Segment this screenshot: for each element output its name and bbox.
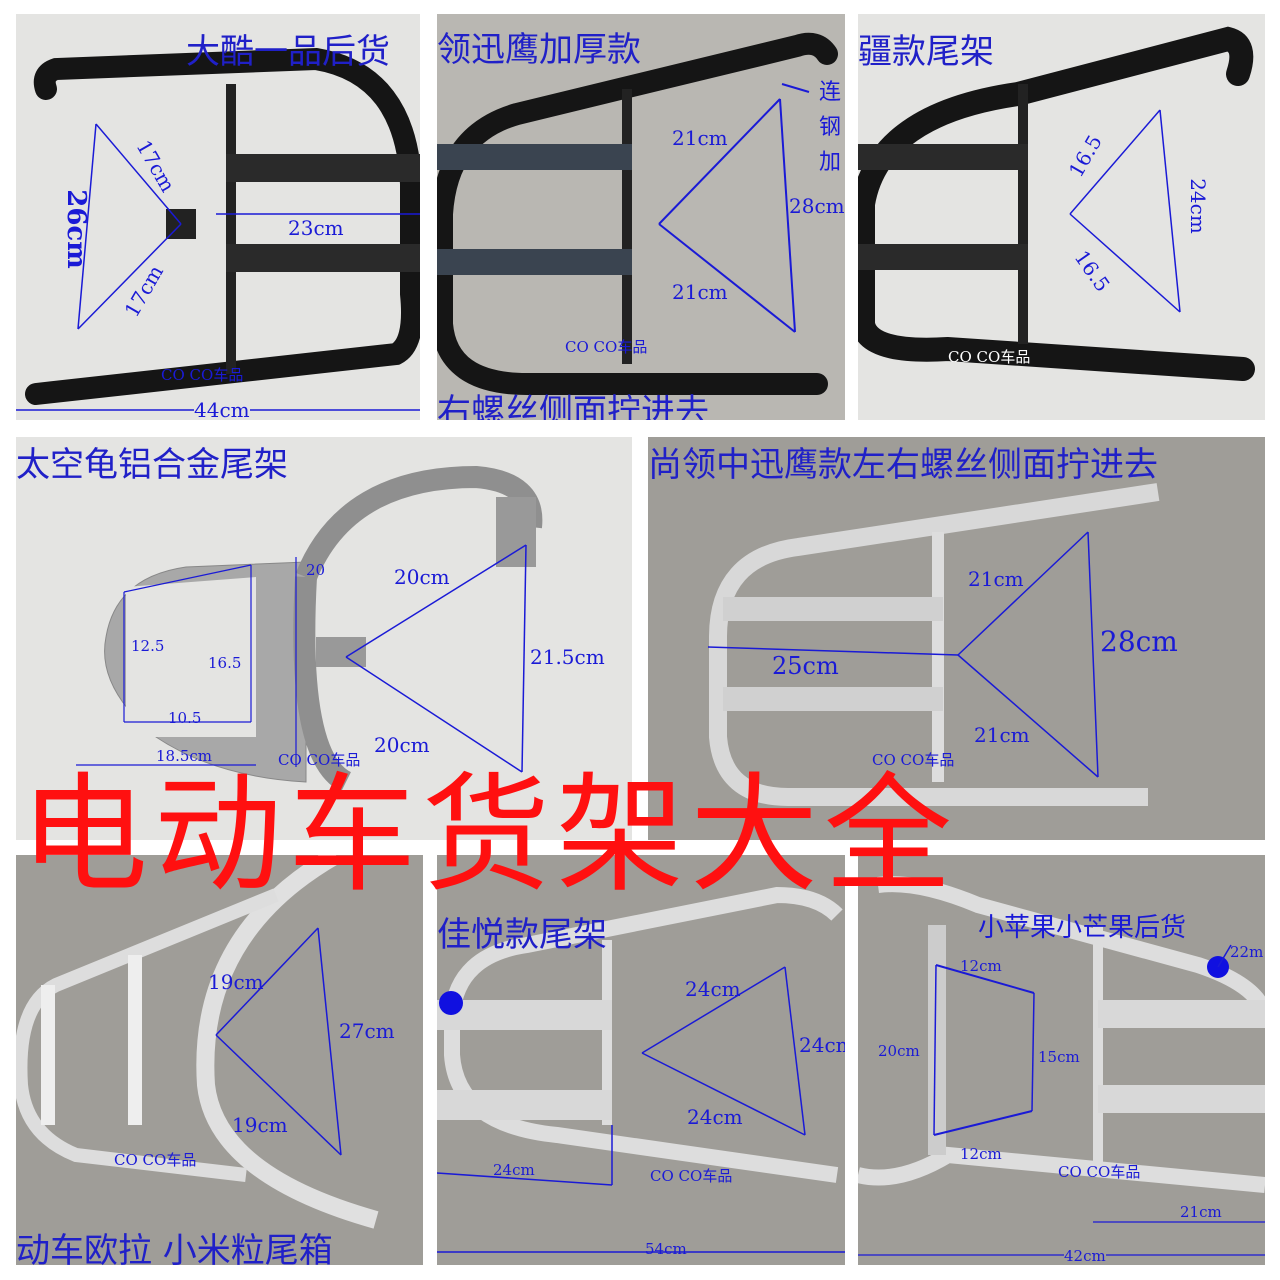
panel-oula-xiaomili: 19cm 27cm 19cm CO CO车品 动车欧拉 小米粒尾箱: [16, 855, 423, 1265]
panel-caption: 领迅鹰加厚款: [437, 30, 641, 70]
side-note: 加: [819, 150, 842, 175]
watermark: CO CO车品: [948, 348, 1031, 366]
watermark: CO CO车品: [114, 1151, 197, 1169]
watermark: CO CO车品: [565, 338, 648, 356]
measure-label: 26cm: [60, 189, 91, 269]
measure-label: 22m: [1230, 943, 1264, 961]
measure-label: 12cm: [960, 1145, 1002, 1163]
measure-label: 19cm: [232, 1113, 288, 1137]
black-rack-photo: [858, 26, 1255, 381]
panel-caption: 太空龟铝合金尾架: [16, 445, 288, 485]
measure-label: 21cm: [1180, 1203, 1222, 1221]
panel-caption: 小苹果小芒果后货: [978, 913, 1187, 943]
collage-title: 电动车货架大全: [20, 761, 959, 910]
measure-label: 24cm: [685, 977, 741, 1001]
measure-label: 24cm: [799, 1033, 845, 1057]
measure-label: 28cm: [789, 194, 845, 218]
black-rack-photo: [437, 32, 838, 395]
side-note: 钢: [819, 115, 842, 140]
measure-label: 24cm: [687, 1105, 743, 1129]
measure-label: 21cm: [974, 723, 1030, 747]
panel-xunying-thick: 领迅鹰加厚款 右螺丝侧面拧进去 连 钢 加 21cm 28cm 21cm CO …: [437, 14, 845, 420]
panel-dakuyipin: 大酷一品后货 17cm 26cm 23cm 17cm 44cm CO CO车品: [16, 14, 420, 420]
panel-xinjiang: 疆款尾架 16.5 24cm 16.5 CO CO车品: [858, 14, 1265, 420]
watermark: CO CO车品: [650, 1167, 733, 1185]
measure-label: 20cm: [374, 733, 430, 757]
measure-label: 16.5: [208, 654, 242, 672]
aluminum-rack-photo: [76, 465, 543, 792]
chrome-rack-photo: [16, 855, 379, 1229]
measure-label: 19cm: [208, 970, 264, 994]
measure-label: 25cm: [772, 652, 839, 680]
measure-label: 20: [306, 561, 326, 579]
measure-label: 54cm: [645, 1240, 687, 1258]
measure-label: 12cm: [960, 957, 1002, 975]
measure-label: 21cm: [672, 126, 728, 150]
watermark: CO CO车品: [1058, 1163, 1141, 1181]
panel-shangling-xunying: 尚领中迅鹰款左右螺丝侧面拧进去 21cm 28cm 25cm 21cm CO C…: [648, 437, 1265, 840]
measure-label: 21.5cm: [530, 645, 605, 669]
measure-label: 23cm: [288, 216, 344, 240]
panel-caption: 大酷一品后货: [186, 32, 390, 72]
chrome-rack-photo: [437, 886, 845, 1253]
panel-caption: 佳悦款尾架: [437, 915, 607, 955]
measure-label: 24cm: [1185, 178, 1210, 234]
measure-label: 21cm: [672, 280, 728, 304]
measure-label: 28cm: [1100, 625, 1178, 658]
chrome-rack-photo: [858, 876, 1265, 1256]
measure-label: 10.5: [168, 709, 202, 727]
measure-label: 44cm: [194, 398, 250, 420]
panel-jiayue: 佳悦款尾架 24cm 24cm 24cm 24cm 54cm CO CO车品: [437, 855, 845, 1265]
panel-caption-secondary: 右螺丝侧面拧进去: [437, 392, 709, 420]
measure-label: 20cm: [878, 1042, 920, 1060]
watermark: CO CO车品: [872, 751, 955, 769]
panel-caption: 疆款尾架: [858, 32, 994, 72]
watermark: CO CO车品: [278, 751, 361, 769]
panel-caption: 尚领中迅鹰款左右螺丝侧面拧进去: [648, 445, 1158, 485]
measure-label: 24cm: [493, 1161, 535, 1179]
measure-label: 27cm: [339, 1019, 395, 1043]
watermark: CO CO车品: [161, 366, 244, 384]
measure-label: 18.5cm: [156, 747, 213, 765]
panel-space-turtle: 太空龟铝合金尾架 20 12.5 16.5 10.5 20cm 21.5cm 2…: [16, 437, 632, 840]
measure-label: 12.5: [131, 637, 165, 655]
measure-label: 15cm: [1038, 1048, 1080, 1066]
panel-xiaopingguo: 小苹果小芒果后货 22m 12cm 20cm 15cm 12cm 21cm 42…: [858, 855, 1265, 1265]
black-rack-photo: [16, 47, 420, 411]
side-note: 连: [819, 80, 842, 105]
measure-label: 42cm: [1064, 1247, 1106, 1265]
chrome-rack-photo: [707, 483, 1160, 806]
measure-label: 21cm: [968, 567, 1024, 591]
panel-caption: 动车欧拉 小米粒尾箱: [16, 1231, 333, 1265]
measure-label: 20cm: [394, 565, 450, 589]
